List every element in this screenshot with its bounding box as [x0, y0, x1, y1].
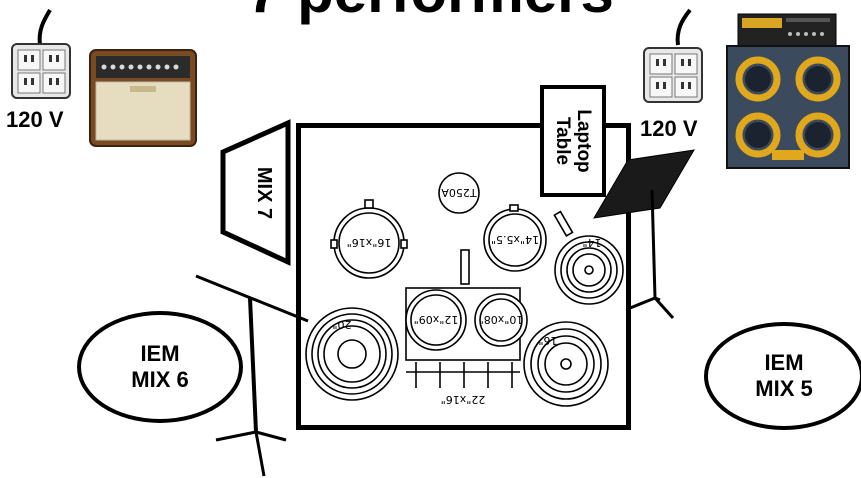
iem-left-line1: IEM [140, 341, 180, 366]
wedge-label: MIX 7 [253, 167, 275, 219]
page-title: 7 performers [0, 0, 861, 22]
drum-label-floor-tom: 16"x16" [347, 236, 392, 249]
iem-right-line1: IEM [764, 350, 804, 375]
voltage-label-right: 120 V [640, 116, 698, 141]
drum-label-kick: 22"x16" [441, 393, 486, 406]
iem-left-line2: MIX 6 [131, 367, 189, 392]
iem-right-line2: MIX 5 [755, 376, 813, 401]
iem-mix-5: IEM MIX 5 [704, 322, 861, 430]
drum-label-mid-tom: 10"x08" [479, 313, 524, 326]
drum-label-ride: 20" [332, 318, 351, 331]
drum-label-snare: T250A [441, 186, 478, 199]
drum-label-rack-tom: 14"x5.5" [491, 233, 539, 246]
drum-label-hi-tom: 12"x09" [414, 313, 459, 326]
voltage-label-left: 120 V [6, 107, 64, 132]
drum-label-crash-right: 16" [538, 334, 557, 347]
drum-label-crash: 14" [582, 236, 601, 249]
iem-mix-6: IEM MIX 6 [77, 311, 243, 423]
laptop-table: Laptop Table [540, 85, 606, 197]
